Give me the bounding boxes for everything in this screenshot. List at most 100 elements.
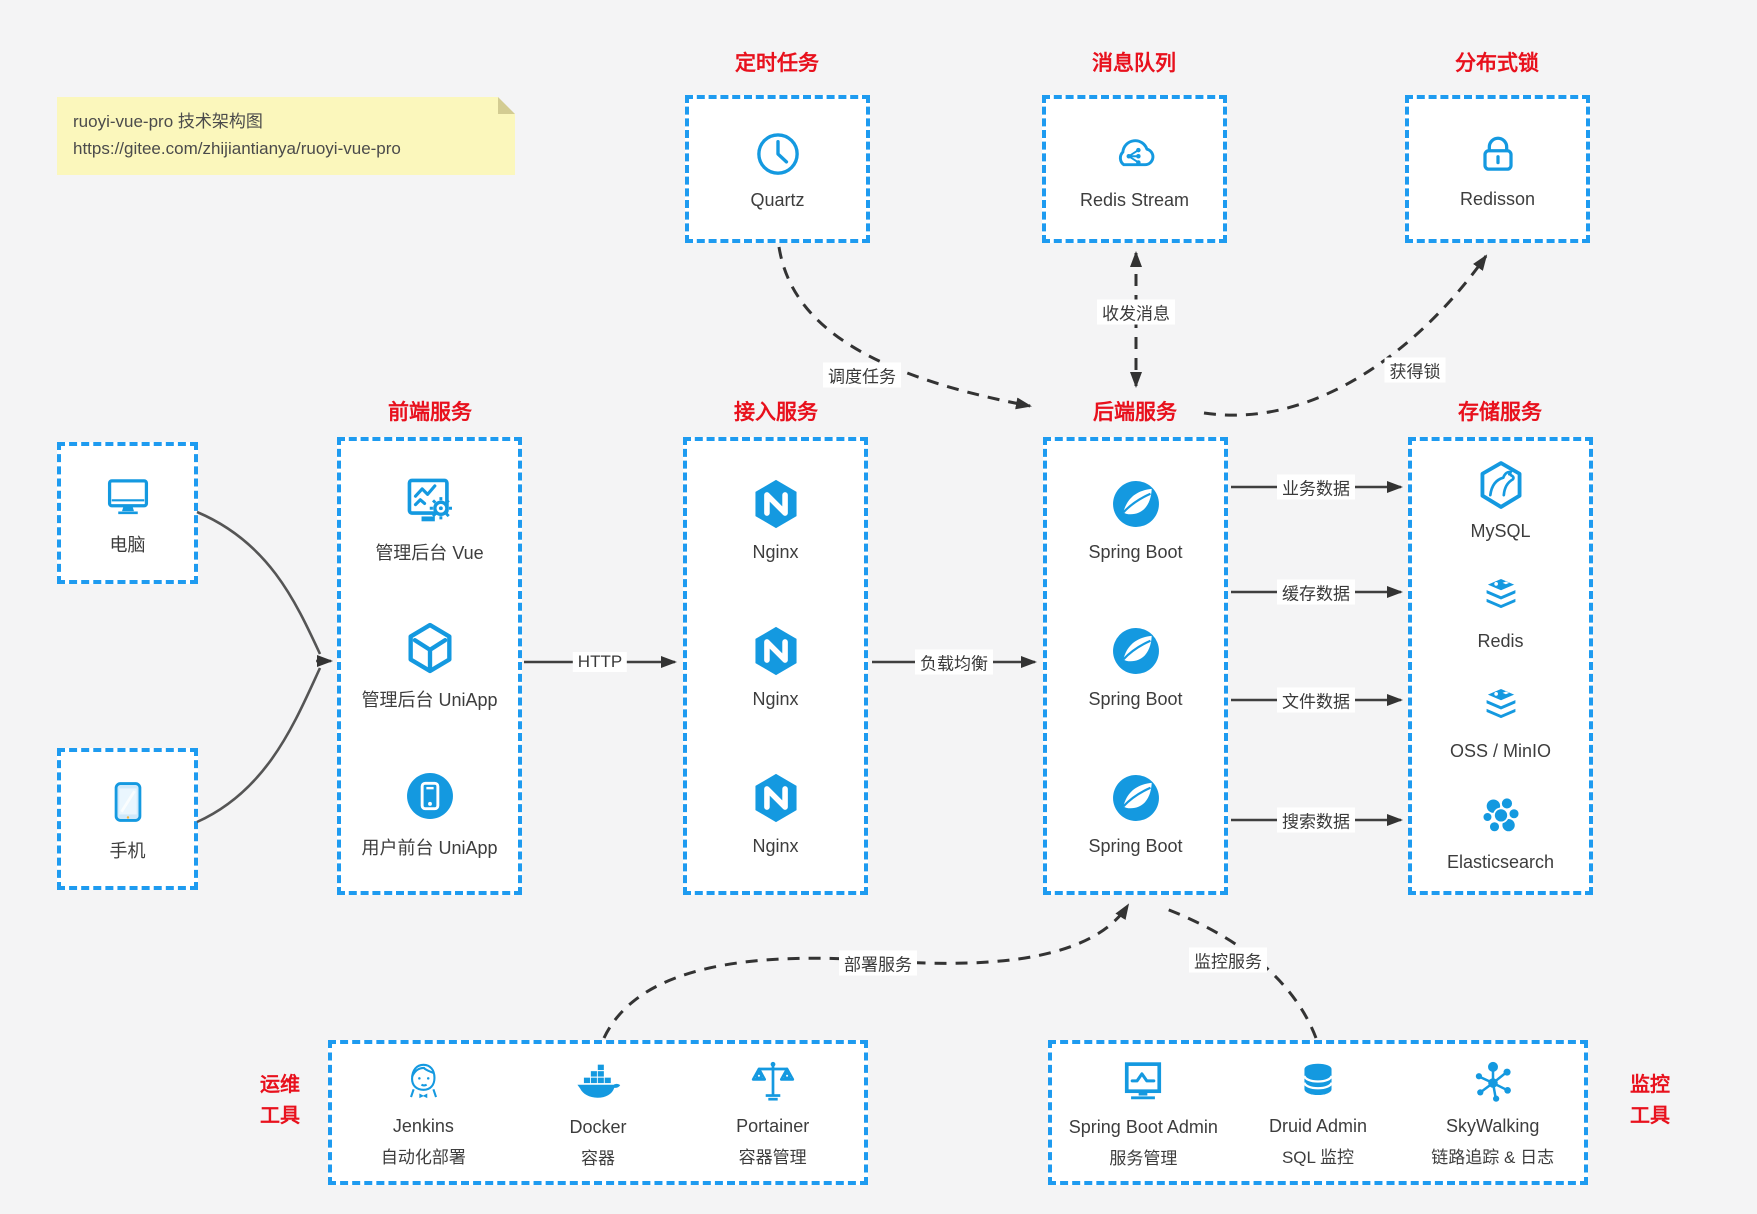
group-title-frontend: 前端服务	[388, 401, 472, 424]
node-label: Redis	[1477, 630, 1524, 651]
node-user-uniapp: 用户前台 UniApp	[341, 740, 518, 887]
portainer-icon	[748, 1057, 798, 1107]
node-label: Jenkins	[392, 1116, 454, 1136]
node-phone: 手机	[61, 756, 194, 882]
edge-computer-frontend	[196, 510, 322, 655]
side-title-line: 运维	[260, 1074, 300, 1096]
side-title-line: 工具	[260, 1105, 300, 1127]
group-title-gateway: 接入服务	[734, 401, 818, 424]
node-spring-boot-admin: Spring Boot Admin 服务管理	[1056, 1050, 1231, 1175]
node-admin-uniapp: 管理后台 UniApp	[341, 592, 518, 739]
nginx-icon	[747, 622, 805, 680]
node-sublabel: 容器管理	[738, 1148, 807, 1167]
group-title-storage: 存储服务	[1458, 401, 1542, 424]
node-sublabel: 服务管理	[1109, 1149, 1178, 1168]
druid-icon	[1293, 1057, 1343, 1107]
jenkins-icon	[398, 1057, 448, 1107]
uniapp-cube-icon	[401, 619, 459, 677]
node-sublabel: 容器	[581, 1149, 615, 1168]
node-nginx-1: Nginx	[687, 445, 864, 592]
edge-monitor	[1163, 906, 1318, 1039]
edge-label-http: HTTP	[572, 652, 628, 672]
box-mq: Redis Stream	[1042, 95, 1227, 243]
node-label: Docker	[569, 1117, 627, 1137]
edge-label-deploy: 部署服务	[839, 950, 917, 976]
node-label: 电脑	[109, 534, 146, 555]
admin-vue-icon	[401, 472, 459, 530]
docker-icon	[572, 1056, 624, 1108]
node-druid-admin: Druid Admin SQL 监控	[1231, 1050, 1406, 1175]
node-label: Elasticsearch	[1446, 851, 1555, 872]
side-title-monitor: 监控 工具	[1608, 1070, 1692, 1132]
node-label: Quartz	[750, 190, 805, 210]
node-nginx-3: Nginx	[687, 740, 864, 887]
edge-acquire-lock	[1203, 254, 1488, 417]
group-title-scheduler: 定时任务	[735, 52, 819, 75]
side-title-ops: 运维 工具	[238, 1070, 322, 1132]
clock-icon	[751, 127, 805, 181]
side-title-line: 监控	[1630, 1074, 1670, 1096]
node-sublabel: 链路追踪 & 日志	[1431, 1148, 1555, 1167]
cloud-stream-icon	[1107, 127, 1163, 181]
node-oss-minio: OSS / MinIO	[1412, 666, 1589, 777]
node-springboot-3: Spring Boot	[1047, 740, 1224, 887]
node-label: Nginx	[752, 541, 799, 562]
spring-icon	[1107, 769, 1165, 827]
node-label: Nginx	[752, 688, 799, 709]
node-label: Spring Boot	[1088, 688, 1183, 709]
node-mysql: MySQL	[1412, 445, 1589, 556]
box-phone: 手机	[57, 748, 198, 890]
box-monitor-tools: Spring Boot Admin 服务管理 Druid Admin SQL 监…	[1048, 1040, 1588, 1185]
node-label: SkyWalking	[1446, 1116, 1540, 1136]
node-label: 用户前台 UniApp	[361, 837, 498, 858]
group-title-lock: 分布式锁	[1455, 52, 1539, 75]
sticky-note: ruoyi-vue-pro 技术架构图 https://gitee.com/zh…	[57, 97, 515, 176]
edge-label-messages: 收发消息	[1097, 299, 1175, 325]
node-label: Spring Boot	[1088, 541, 1183, 562]
node-label: Spring Boot	[1088, 836, 1183, 857]
uniapp-user-icon	[401, 767, 459, 825]
box-storage: MySQL Redis	[1408, 437, 1593, 895]
box-ops-tools: Jenkins 自动化部署 Docker 容器	[328, 1040, 868, 1185]
node-nginx-2: Nginx	[687, 592, 864, 739]
box-scheduler: Quartz	[685, 95, 870, 243]
box-computer: 电脑	[57, 442, 198, 584]
node-docker: Docker 容器	[511, 1050, 686, 1175]
nginx-icon	[747, 769, 805, 827]
node-redisson: Redisson	[1409, 103, 1586, 235]
group-title-mq: 消息队列	[1092, 52, 1176, 75]
edge-label-schedule: 调度任务	[823, 362, 901, 388]
node-label: 手机	[109, 840, 146, 861]
redis-stack-icon	[1475, 680, 1527, 732]
phone-icon	[102, 776, 154, 828]
lock-icon	[1472, 128, 1524, 180]
node-label: Spring Boot Admin	[1068, 1117, 1218, 1137]
nginx-icon	[747, 475, 805, 533]
node-label: OSS / MinIO	[1449, 741, 1552, 762]
spring-boot-admin-icon	[1117, 1056, 1169, 1108]
box-gateway: Nginx Nginx Nginx	[683, 437, 868, 895]
node-springboot-2: Spring Boot	[1047, 592, 1224, 739]
edge-label-acquire-lock: 获得锁	[1384, 357, 1446, 383]
edge-label-monitor: 监控服务	[1189, 947, 1267, 973]
skywalking-icon	[1468, 1057, 1518, 1107]
spring-icon	[1107, 475, 1165, 533]
edge-label-search-data: 搜索数据	[1277, 807, 1355, 833]
redis-stack-icon	[1475, 570, 1527, 622]
edge-schedule	[777, 246, 1032, 410]
box-backend: Spring Boot Spring Boot Spring Boot	[1043, 437, 1228, 895]
box-lock: Redisson	[1405, 95, 1590, 243]
node-elasticsearch: Elasticsearch	[1412, 777, 1589, 888]
node-label: Nginx	[752, 836, 799, 857]
node-sublabel: SQL 监控	[1281, 1148, 1355, 1167]
edge-label-business-data: 业务数据	[1277, 474, 1355, 500]
mysql-icon	[1474, 458, 1528, 512]
elasticsearch-icon	[1475, 791, 1527, 843]
node-label: Druid Admin	[1268, 1116, 1368, 1136]
node-label: Portainer	[736, 1116, 810, 1136]
node-label: 管理后台 Vue	[375, 543, 484, 564]
box-frontend: 管理后台 Vue 管理后台 UniApp 用户前台 UniApp	[337, 437, 522, 895]
note-url: https://gitee.com/zhijiantianya/ruoyi-vu…	[73, 139, 401, 159]
node-sublabel: 自动化部署	[380, 1148, 466, 1167]
